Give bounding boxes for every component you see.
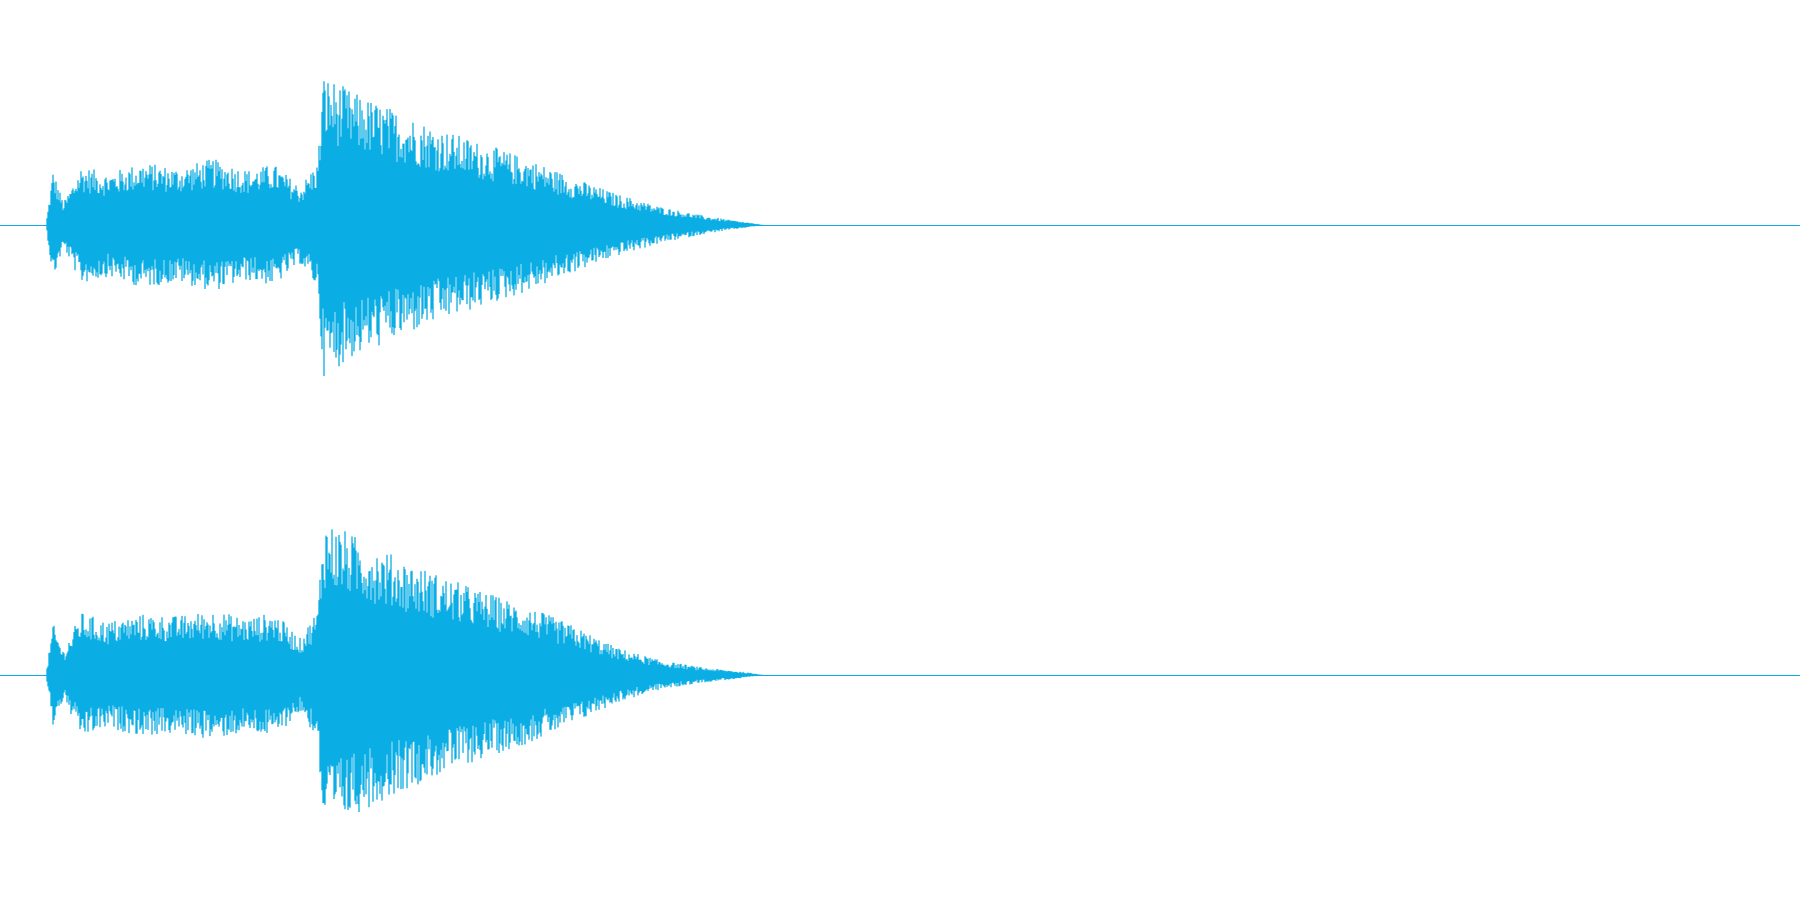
channel-2-waveform [46, 529, 764, 812]
channel-1-waveform [46, 81, 764, 376]
waveform-channel-1 [0, 81, 1800, 376]
waveform-channel-2 [0, 529, 1800, 812]
